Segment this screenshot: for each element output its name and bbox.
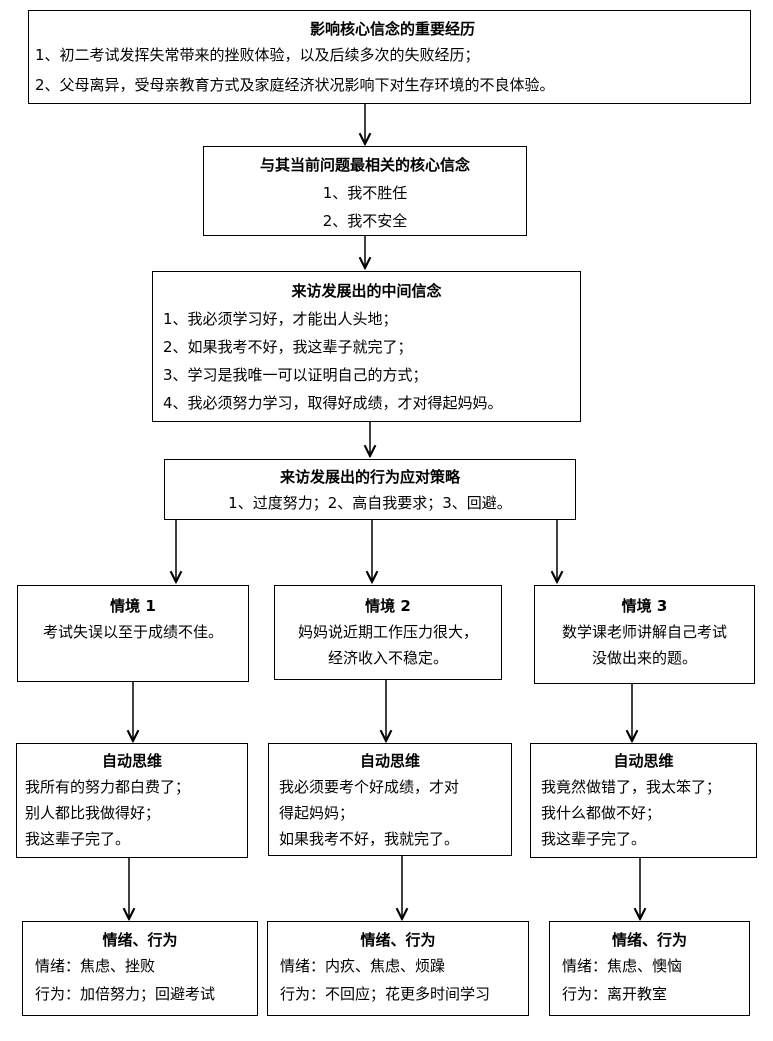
thought-line: 我必须要考个好成绩，才对 (279, 778, 460, 796)
situation-box-3: 情境 3 数学课老师讲解自己考试 没做出来的题。 (534, 585, 755, 684)
reaction-title: 情绪、行为 (611, 931, 687, 949)
intermediate-belief-line: 4、我必须努力学习，取得好成绩，才对得起妈妈。 (163, 394, 503, 412)
experience-line: 1、初二考试发挥失常带来的挫败体验，以及后续多次的失败经历； (35, 46, 480, 64)
intermediate-beliefs-title: 来访发展出的中间信念 (291, 282, 442, 300)
reaction-line: 行为：离开教室 (562, 985, 668, 1003)
situation-title: 情境 3 (621, 597, 668, 615)
strategies-box: 来访发展出的行为应对策略 1、过度努力；2、高自我要求；3、回避。 (164, 459, 576, 520)
reaction-box-3: 情绪、行为 情绪：焦虑、懊恼 行为：离开教室 (549, 921, 750, 1016)
thought-line: 我这辈子完了。 (541, 830, 647, 848)
thought-line: 得起妈妈； (279, 804, 355, 822)
thought-box-1: 自动思维 我所有的努力都白费了； 别人都比我做得好； 我这辈子完了。 (16, 743, 248, 858)
intermediate-belief-line: 1、我必须学习好，才能出人头地； (163, 310, 398, 328)
strategies-line: 1、过度努力；2、高自我要求；3、回避。 (228, 494, 512, 512)
reaction-line: 行为：加倍努力；回避考试 (35, 985, 216, 1003)
experience-line: 2、父母离异，受母亲教育方式及家庭经济状况影响下对生存环境的不良体验。 (35, 76, 555, 94)
intermediate-belief-line: 2、如果我考不好，我这辈子就完了； (163, 338, 413, 356)
thought-line: 别人都比我做得好； (25, 804, 161, 822)
reaction-title: 情绪、行为 (102, 931, 178, 949)
situation-line: 妈妈说近期工作压力很大， (297, 623, 478, 641)
thought-line: 我所有的努力都白费了； (25, 778, 191, 796)
thought-title: 自动思维 (613, 752, 674, 770)
situation-title: 情境 2 (365, 597, 411, 615)
situation-box-2: 情境 2 妈妈说近期工作压力很大， 经济收入不稳定。 (274, 585, 502, 680)
thought-title: 自动思维 (101, 752, 162, 770)
thought-line: 我这辈子完了。 (25, 830, 131, 848)
core-beliefs-title: 与其当前问题最相关的核心信念 (259, 156, 470, 174)
experience-title: 影响核心信念的重要经历 (309, 20, 475, 38)
reaction-box-1: 情绪、行为 情绪：焦虑、挫败 行为：加倍努力；回避考试 (22, 921, 258, 1016)
core-beliefs-box: 与其当前问题最相关的核心信念 1、我不胜任 2、我不安全 (203, 146, 527, 236)
intermediate-beliefs-box: 来访发展出的中间信念 1、我必须学习好，才能出人头地； 2、如果我考不好，我这辈… (152, 271, 581, 422)
thought-line: 我竟然做错了，我太笨了； (541, 778, 722, 796)
situation-line: 数学课老师讲解自己考试 (561, 623, 727, 641)
thought-box-3: 自动思维 我竟然做错了，我太笨了； 我什么都做不好； 我这辈子完了。 (530, 743, 757, 858)
core-belief-line: 2、我不安全 (322, 212, 408, 230)
reaction-title: 情绪、行为 (360, 931, 436, 949)
situation-line: 没做出来的题。 (591, 649, 697, 667)
reaction-line: 情绪：焦虑、挫败 (35, 957, 156, 975)
reaction-line: 情绪：内疚、焦虑、烦躁 (280, 957, 446, 975)
strategies-title: 来访发展出的行为应对策略 (279, 468, 460, 486)
intermediate-belief-line: 3、学习是我唯一可以证明自己的方式； (163, 366, 428, 384)
thought-box-2: 自动思维 我必须要考个好成绩，才对 得起妈妈； 如果我考不好，我就完了。 (268, 743, 512, 856)
thought-title: 自动思维 (359, 752, 420, 770)
experience-box: 影响核心信念的重要经历 1、初二考试发挥失常带来的挫败体验，以及后续多次的失败经… (28, 10, 751, 104)
reaction-line: 行为：不回应；花更多时间学习 (280, 985, 491, 1003)
reaction-line: 情绪：焦虑、懊恼 (562, 957, 683, 975)
situation-title: 情境 1 (110, 597, 156, 615)
situation-box-1: 情境 1 考试失误以至于成绩不佳。 (17, 585, 249, 682)
situation-line: 考试失误以至于成绩不佳。 (42, 623, 223, 641)
situation-line: 经济收入不稳定。 (327, 649, 448, 667)
thought-line: 如果我考不好，我就完了。 (279, 830, 460, 848)
reaction-box-2: 情绪、行为 情绪：内疚、焦虑、烦躁 行为：不回应；花更多时间学习 (267, 921, 529, 1016)
core-belief-line: 1、我不胜任 (322, 184, 408, 202)
thought-line: 我什么都做不好； (541, 804, 662, 822)
